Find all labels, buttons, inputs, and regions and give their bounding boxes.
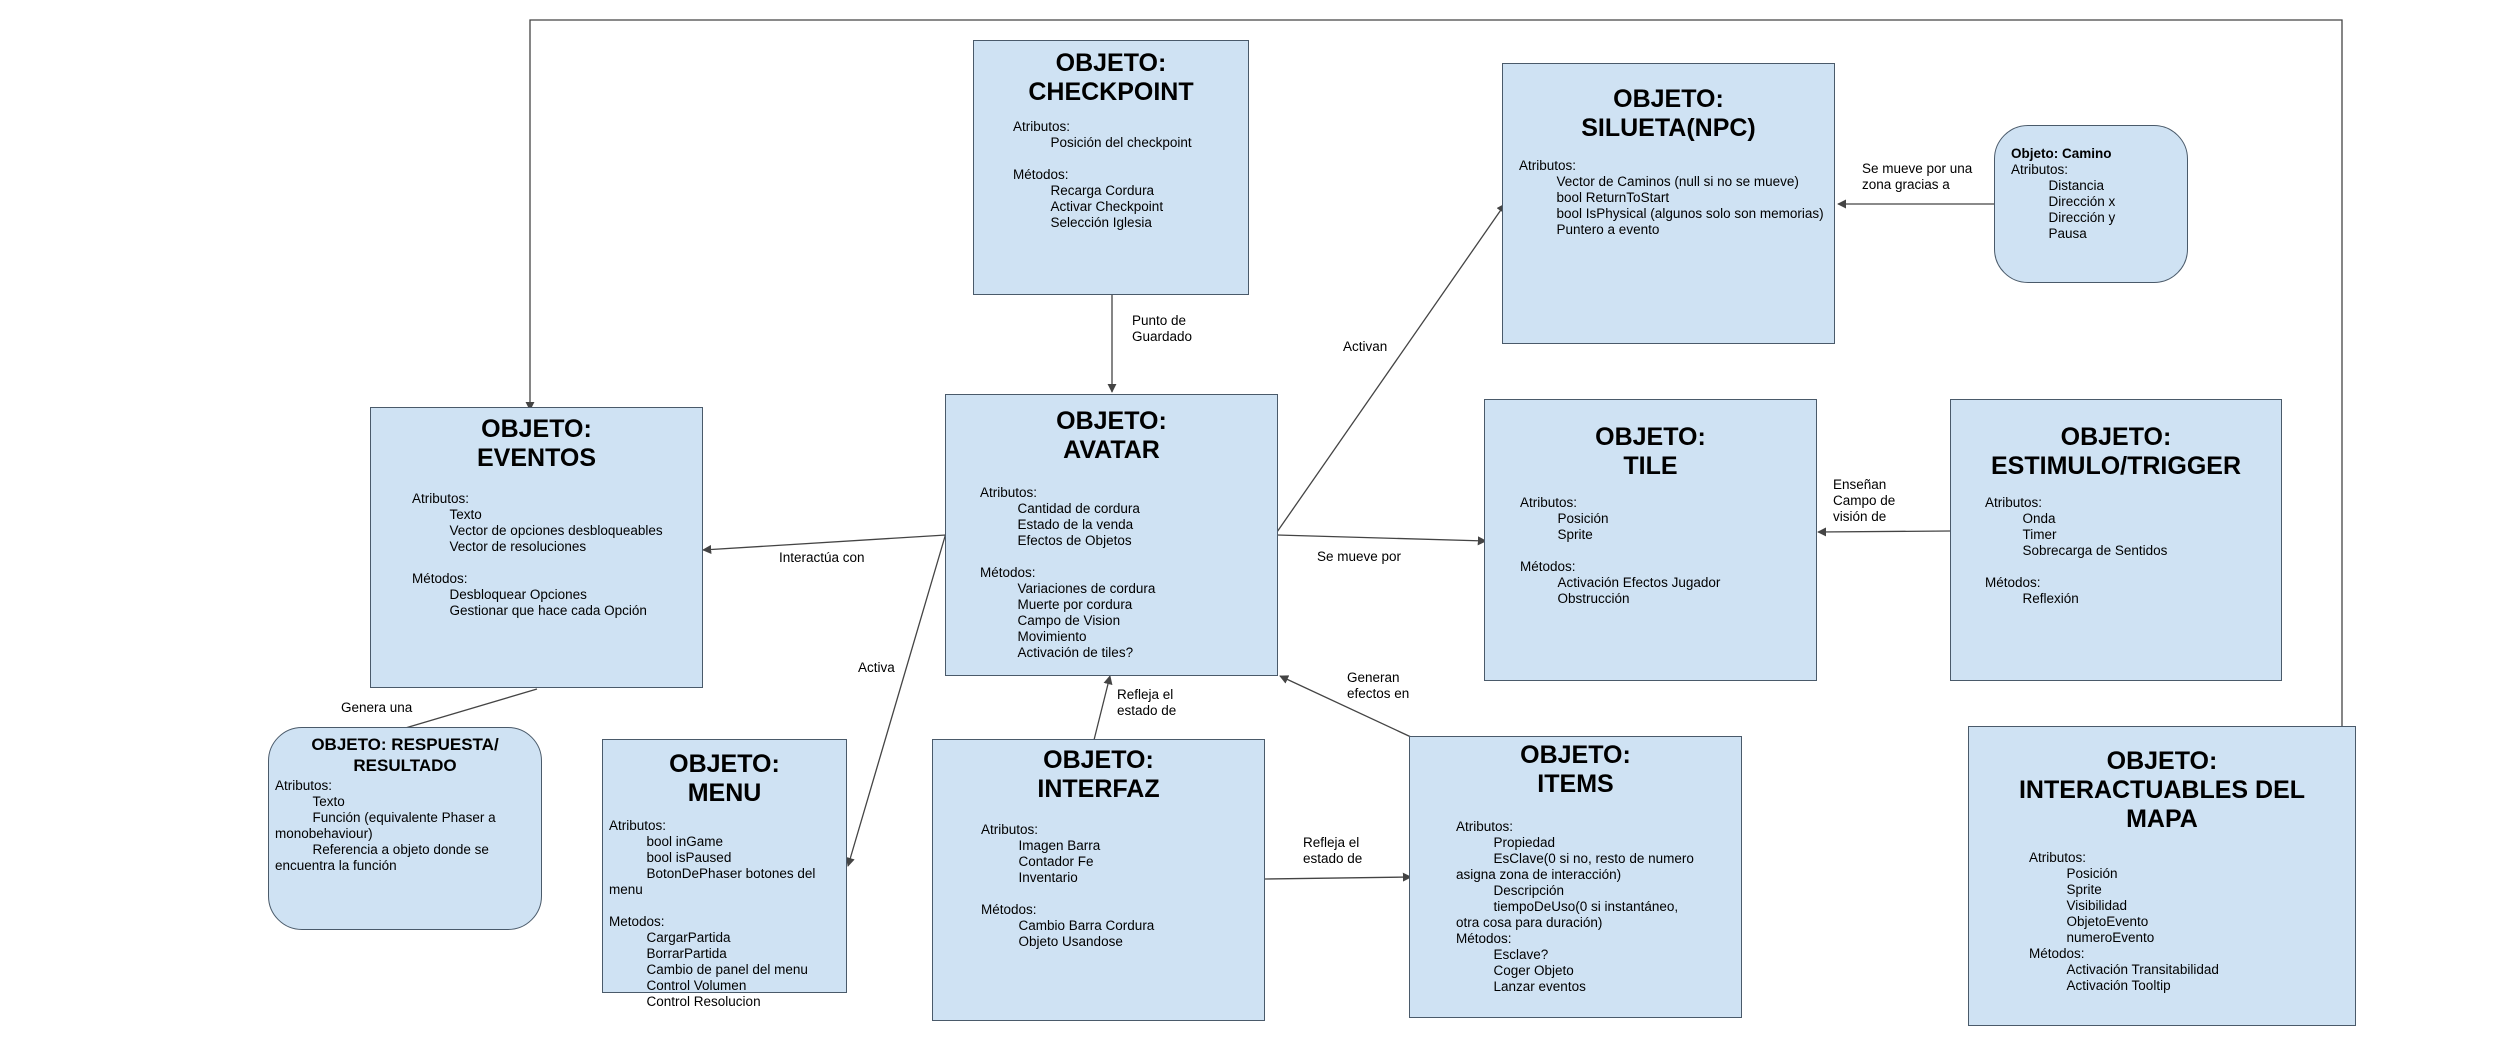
node-title: OBJETO: EVENTOS <box>476 415 597 472</box>
node-body: Atributos: Posición del checkpoint Métod… <box>1013 119 1192 230</box>
node-title: OBJETO: RESPUESTA/ RESULTADO <box>311 735 499 775</box>
node-silueta: OBJETO: SILUETA(NPC) Atributos: Vector d… <box>1502 63 1835 344</box>
node-title: OBJETO: AVATAR <box>1056 407 1167 464</box>
node-interactuables: OBJETO: INTERACTUABLES DEL MAPA Atributo… <box>1968 726 2356 1026</box>
node-body: Atributos: bool inGame bool isPaused Bot… <box>609 818 816 1009</box>
node-checkpoint: OBJETO: CHECKPOINT Atributos: Posición d… <box>973 40 1249 295</box>
node-title: Objeto: Camino <box>2011 146 2112 161</box>
edge-label-se-mueve-gracias: Se mueve por una zona gracias a <box>1862 161 1973 192</box>
node-estimulo: OBJETO: ESTIMULO/TRIGGER Atributos: Onda… <box>1950 399 2282 681</box>
edge-avatar-tile <box>1276 534 1487 546</box>
edge-label-refleja-avatar: Refleja el estado de <box>1117 687 1177 718</box>
node-title: OBJETO: ITEMS <box>1520 741 1631 798</box>
edge-label-generan-efectos: Generan efectos en <box>1347 670 1410 701</box>
node-body: Atributos: Propiedad EsClave(0 si no, re… <box>1456 819 1694 994</box>
edge-label-ensenan: Enseñan Campo de visión de <box>1833 477 1896 524</box>
edge-label-se-mueve-por: Se mueve por <box>1317 549 1402 564</box>
node-tile: OBJETO: TILE Atributos: Posición Sprite … <box>1484 399 1817 681</box>
edge-items-avatar <box>1279 675 1412 738</box>
edge-label-activa: Activa <box>858 660 895 675</box>
node-body: Atributos: Posición Sprite Visibilidad O… <box>2029 850 2219 993</box>
node-title: OBJETO: INTERFAZ <box>1037 746 1160 803</box>
node-title: OBJETO: MENU <box>669 750 780 807</box>
node-title: OBJETO: CHECKPOINT <box>1028 49 1194 106</box>
node-camino: Objeto: Camino Atributos: Distancia Dire… <box>1994 125 2188 283</box>
node-avatar: OBJETO: AVATAR Atributos: Cantidad de co… <box>945 394 1278 676</box>
node-title: OBJETO: SILUETA(NPC) <box>1581 85 1756 142</box>
edge-label-refleja-items: Refleja el estado de <box>1303 835 1363 866</box>
node-body: Atributos: Texto Vector de opciones desb… <box>412 491 663 618</box>
node-interfaz: OBJETO: INTERFAZ Atributos: Imagen Barra… <box>932 739 1265 1021</box>
node-body: Atributos: Texto Función (equivalente Ph… <box>275 778 496 873</box>
edge-label-genera-una: Genera una <box>341 700 413 715</box>
node-body: Atributos: Imagen Barra Contador Fe Inve… <box>981 822 1155 949</box>
node-title: OBJETO: TILE <box>1595 423 1706 480</box>
node-title: OBJETO: INTERACTUABLES DEL MAPA <box>2018 747 2306 833</box>
edge-estimulo-tile <box>1817 527 1951 537</box>
node-eventos: OBJETO: EVENTOS Atributos: Texto Vector … <box>370 407 703 688</box>
node-menu: OBJETO: MENU Atributos: bool inGame bool… <box>602 739 847 1009</box>
node-body: Atributos: Onda Timer Sobrecarga de Sent… <box>1985 495 2168 606</box>
node-items: OBJETO: ITEMS Atributos: Propiedad EsCla… <box>1409 736 1742 1018</box>
edge-label-interactua-con: Interactúa con <box>779 550 865 565</box>
edge-interactuables-eventos <box>525 19 2343 728</box>
node-respuesta: OBJETO: RESPUESTA/ RESULTADO Atributos: … <box>268 727 542 930</box>
node-body: Atributos: Posición Sprite Métodos: Acti… <box>1520 495 1721 606</box>
edge-interfaz-items <box>1264 872 1412 882</box>
node-body: Atributos: Cantidad de cordura Estado de… <box>980 485 1156 660</box>
node-body: Atributos: Distancia Dirección x Direcci… <box>2011 162 2116 241</box>
edge-eventos-respuesta <box>401 688 538 730</box>
node-body: Atributos: Vector de Caminos (null si no… <box>1519 158 1824 237</box>
node-title: OBJETO: ESTIMULO/TRIGGER <box>1991 423 2241 480</box>
edge-label-punto-guardado: Punto de Guardado <box>1132 313 1193 344</box>
edge-label-activan: Activan <box>1343 339 1388 354</box>
edge-avatar-silueta <box>1276 203 1506 533</box>
edge-avatar-menu <box>845 532 947 867</box>
edge-avatar-eventos <box>702 534 947 555</box>
edge-interfaz-avatar <box>1093 675 1113 741</box>
